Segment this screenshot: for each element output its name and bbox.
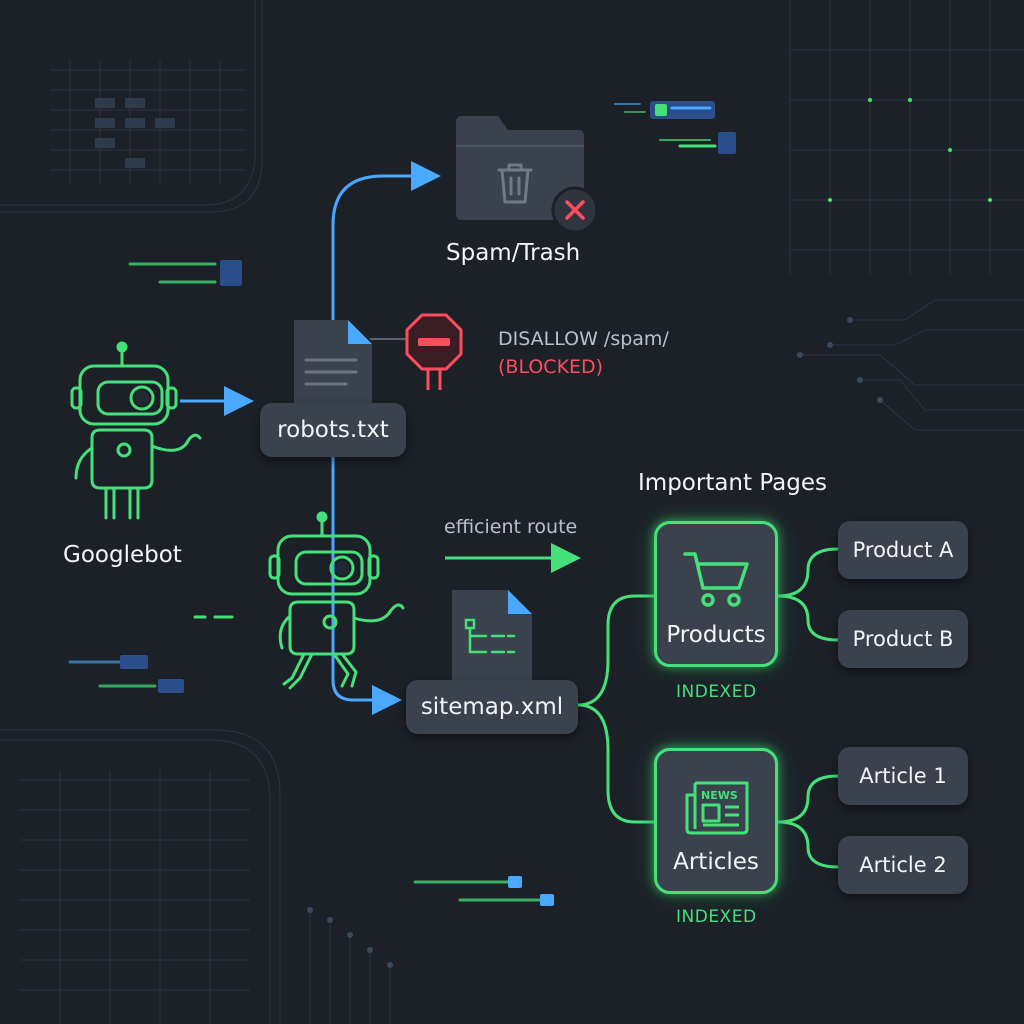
important-pages-heading: Important Pages: [638, 470, 827, 496]
news-badge: NEWS: [701, 789, 738, 802]
article-1-node[interactable]: Article 1: [838, 747, 968, 805]
products-to-product-a-line: [777, 547, 839, 598]
articles-to-article-1-line: [777, 774, 839, 824]
article-2-node[interactable]: Article 2: [838, 836, 968, 894]
robot-icon: [268, 511, 405, 690]
spam-trash-label: Spam/Trash: [446, 240, 581, 266]
articles-label: Articles: [673, 849, 759, 875]
news-icon: NEWS: [685, 781, 749, 835]
disallow-rule: DISALLOW /spam/: [498, 328, 669, 350]
googlebot-label: Googlebot: [63, 542, 182, 568]
document-icon: [294, 320, 372, 412]
product-a-node[interactable]: Product A: [838, 521, 968, 579]
stop-sign-icon: [405, 313, 463, 390]
robots-to-sitemap-arrow: [331, 455, 402, 715]
articles-indexed-status: INDEXED: [676, 907, 757, 927]
efficient-route-label: efficient route: [444, 516, 578, 538]
sitemap-to-articles-line: [577, 703, 654, 824]
products-to-product-b-line: [777, 594, 839, 642]
robot-icon: [70, 341, 202, 520]
articles-to-article-2-line: [777, 820, 839, 869]
robots-to-trash-arrow: [331, 161, 441, 330]
products-label: Products: [666, 622, 766, 648]
sitemap-to-products-line: [577, 594, 654, 707]
articles-node[interactable]: NEWS Articles: [654, 748, 778, 894]
blocked-status: (BLOCKED): [498, 356, 604, 378]
x-badge-icon: [551, 186, 599, 234]
product-b-node[interactable]: Product B: [838, 610, 968, 668]
trash-icon: [497, 163, 533, 204]
sitemap-xml-node[interactable]: sitemap.xml: [406, 680, 578, 734]
sitemap-document-icon: [452, 590, 532, 682]
products-node[interactable]: Products: [654, 521, 778, 667]
cart-icon: [683, 552, 749, 607]
products-indexed-status: INDEXED: [676, 682, 757, 702]
robots-txt-node[interactable]: robots.txt: [260, 403, 406, 457]
